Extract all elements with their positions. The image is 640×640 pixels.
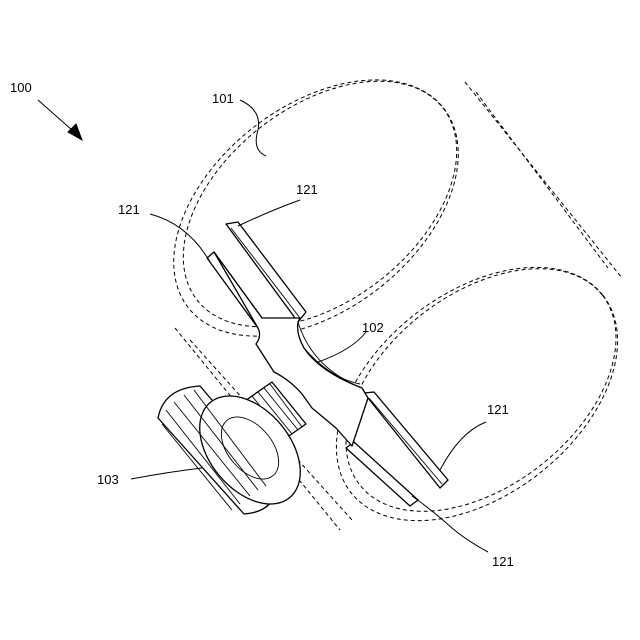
housing-outline (126, 28, 640, 572)
label-knob: 103 (97, 472, 119, 487)
assembly-arrow (68, 124, 82, 140)
label-prong-upper-right: 121 (296, 182, 318, 197)
label-prong-lower: 121 (492, 554, 514, 569)
label-clip: 102 (362, 320, 384, 335)
label-housing: 101 (212, 91, 234, 106)
label-prong-lower-right: 121 (487, 402, 509, 417)
label-prong-upper-left: 121 (118, 202, 140, 217)
knob (158, 377, 320, 523)
label-assembly: 100 (10, 80, 32, 95)
